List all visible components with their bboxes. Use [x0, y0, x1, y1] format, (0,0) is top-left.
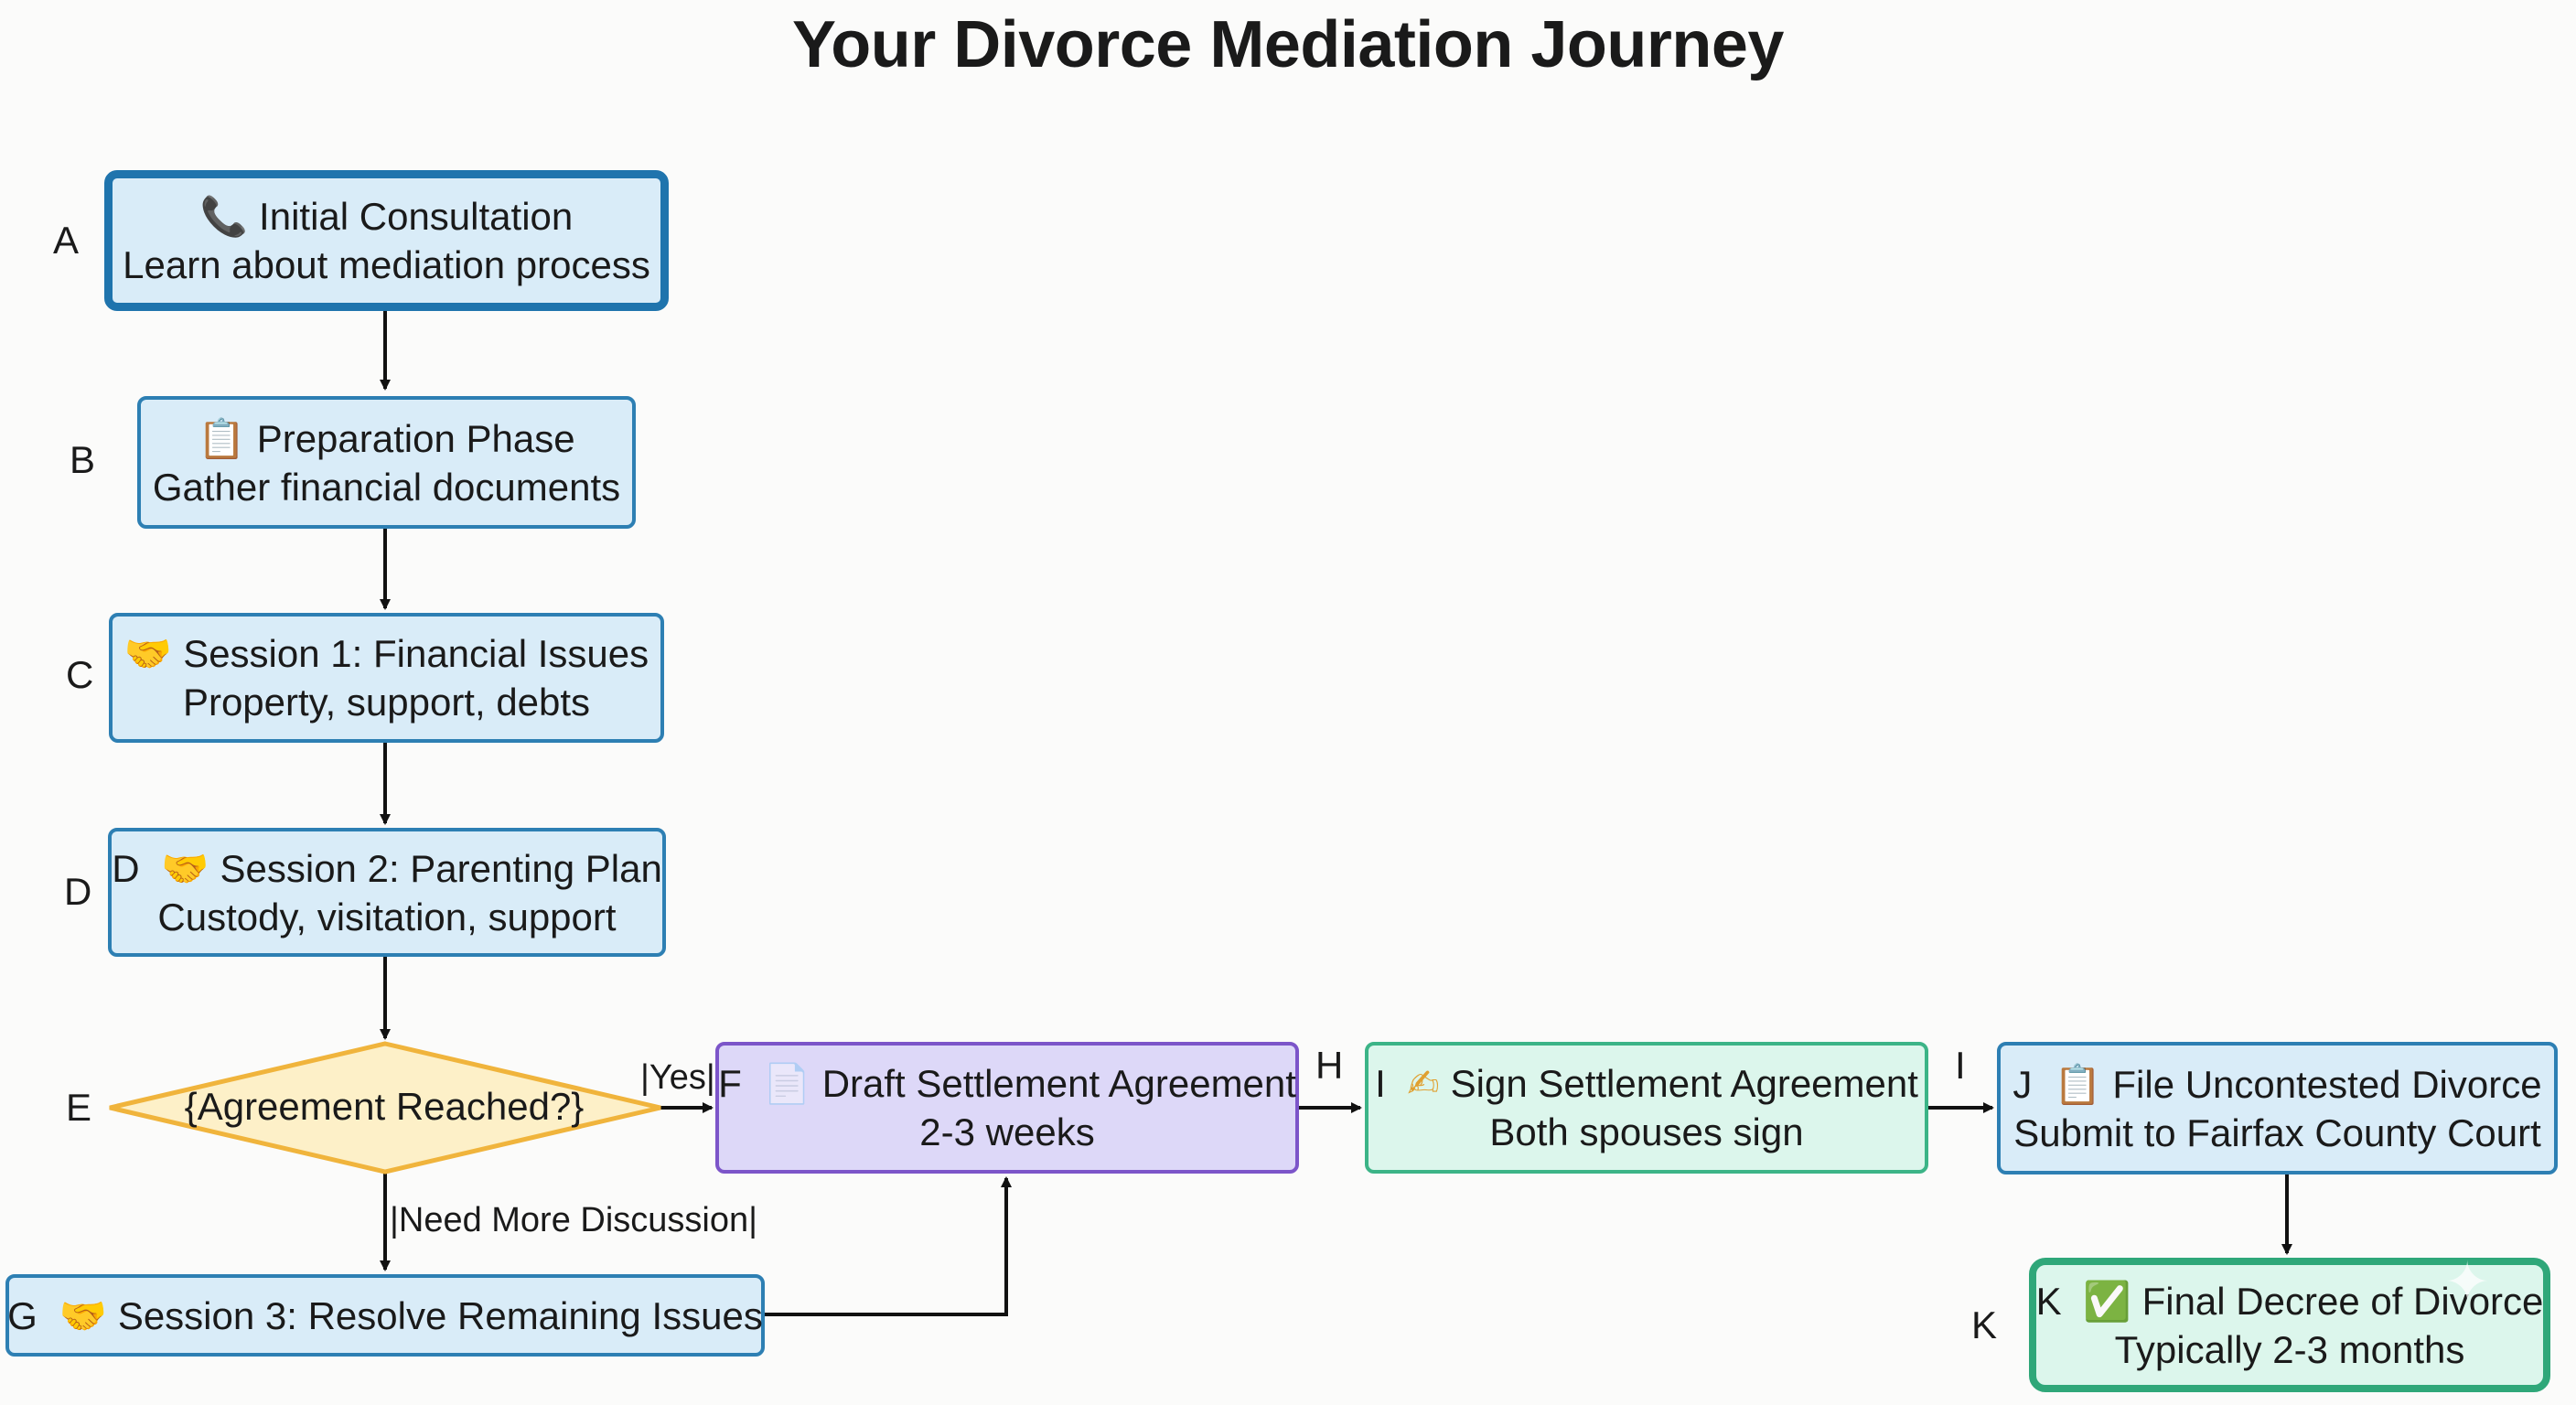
handshake-icon: 🤝: [161, 846, 209, 890]
decision-diamond: [109, 1041, 661, 1174]
handshake-icon: 🤝: [123, 632, 173, 675]
node-f-title: Draft Settlement Agreement: [821, 1062, 1296, 1105]
node-a-subtitle: Learn about mediation process: [123, 243, 650, 286]
node-c-title: Session 1: Financial Issues: [183, 632, 649, 675]
node-initial-consultation: 📞Initial Consultation Learn about mediat…: [104, 170, 669, 311]
writing-hand-icon: ✍: [1407, 1062, 1440, 1105]
node-draft-settlement: F 📄Draft Settlement Agreement 2-3 weeks: [715, 1042, 1299, 1174]
node-k-prefix: K: [2035, 1279, 2062, 1323]
node-g-prefix: G: [7, 1293, 38, 1337]
node-session-3: G 🤝Session 3: Resolve Remaining Issues: [5, 1274, 765, 1357]
node-session-2: D 🤝Session 2: Parenting Plan Custody, vi…: [108, 828, 666, 957]
node-sign-settlement: I ✍Sign Settlement Agreement Both spouse…: [1365, 1042, 1928, 1174]
node-f-prefix: F: [718, 1062, 742, 1105]
node-i-prefix: I: [1375, 1062, 1386, 1105]
check-mark-icon: ✅: [2083, 1279, 2131, 1323]
edge-label-need-more-discussion: |Need More Discussion|: [390, 1201, 758, 1239]
sparkle-icon: ✦: [2444, 1251, 2491, 1313]
node-d-subtitle: Custody, visitation, support: [157, 895, 617, 938]
node-b-title: Preparation Phase: [256, 416, 575, 460]
node-c-subtitle: Property, support, debts: [182, 681, 591, 724]
handshake-icon: 🤝: [59, 1293, 107, 1337]
node-i-subtitle: Both spouses sign: [1489, 1110, 1804, 1153]
node-a-side-label: A: [53, 219, 80, 262]
phone-icon: 📞: [199, 195, 249, 238]
node-e-side-label: E: [66, 1086, 92, 1129]
node-i-title: Sign Settlement Agreement: [1450, 1062, 1918, 1105]
node-final-decree: K ✅Final Decree of Divorce Typically 2-3…: [2029, 1258, 2550, 1392]
node-a-title: Initial Consultation: [259, 195, 574, 238]
node-d-side-label: D: [64, 870, 92, 913]
node-j-title: File Uncontested Divorce: [2112, 1062, 2542, 1106]
edge-label-yes: |Yes|: [640, 1058, 715, 1097]
node-c-side-label: C: [66, 653, 94, 696]
document-icon: 📄: [763, 1062, 811, 1105]
node-k-side-label: K: [1971, 1303, 1998, 1346]
node-j-prefix: J: [2012, 1062, 2033, 1106]
node-session-1: 🤝Session 1: Financial Issues Property, s…: [109, 613, 664, 743]
diagram-title: Your Divorce Mediation Journey: [792, 8, 1784, 81]
node-file-uncontested: J 📋File Uncontested Divorce Submit to Fa…: [1997, 1042, 2558, 1174]
edge-label-i: I: [1955, 1044, 1966, 1087]
node-d-prefix: D: [112, 846, 140, 890]
edge-label-h: H: [1315, 1044, 1344, 1087]
node-d-title: Session 2: Parenting Plan: [220, 846, 662, 890]
node-k-title: Final Decree of Divorce: [2141, 1279, 2544, 1323]
node-b-subtitle: Gather financial documents: [152, 465, 621, 509]
clipboard-icon: 📋: [198, 416, 246, 460]
node-b-side-label: B: [70, 438, 96, 481]
clipboard-icon: 📋: [2054, 1062, 2102, 1106]
node-preparation-phase: 📋Preparation Phase Gather financial docu…: [137, 396, 636, 529]
node-j-subtitle: Submit to Fairfax County Court: [2013, 1110, 2541, 1154]
decision-agreement-reached: {Agreement Reached?}: [184, 1085, 585, 1128]
node-k-subtitle: Typically 2-3 months: [2114, 1327, 2465, 1371]
node-f-subtitle: 2-3 weeks: [919, 1110, 1095, 1153]
node-g-title: Session 3: Resolve Remaining Issues: [117, 1293, 763, 1337]
edge-g-f: [765, 1176, 1012, 1316]
